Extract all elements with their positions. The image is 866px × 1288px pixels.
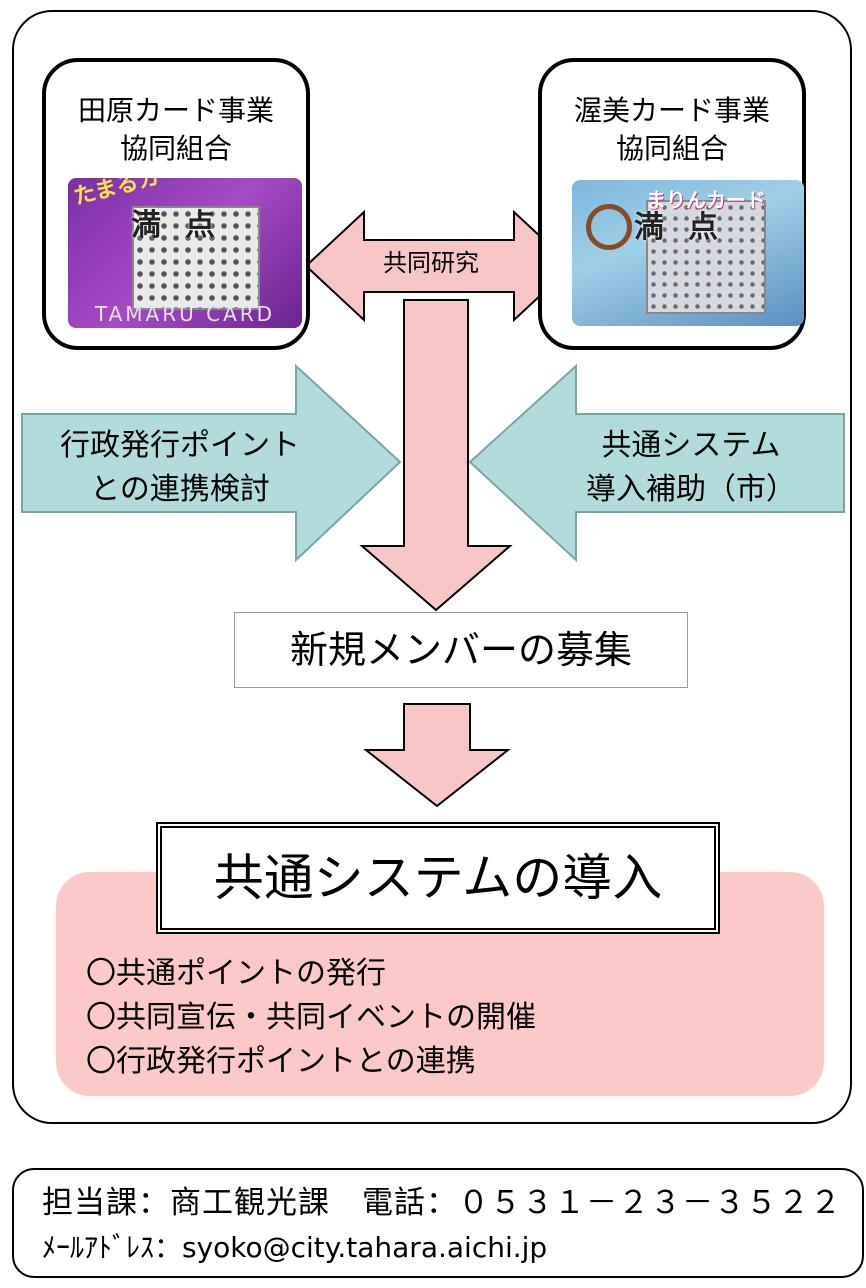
contact-email: ﾒｰﾙｱﾄﾞﾚｽ：syoko@city.tahara.aichi.jp — [42, 1231, 548, 1264]
coop-name-line1: 田原カード事業 — [77, 94, 274, 127]
right-input-line1: 共通システム — [601, 428, 781, 463]
contact-box: 担当課：商工観光課 電話：０５３１－２３－３５２２ ﾒｰﾙｱﾄﾞﾚｽ：syoko… — [12, 1168, 864, 1278]
second-down-arrow — [363, 703, 511, 808]
recruit-members-box: 新規メンバーの募集 — [234, 612, 688, 688]
joint-research-label: 共同研究 — [383, 249, 479, 277]
stamp-grid — [646, 200, 766, 314]
stamp-grid — [132, 206, 260, 310]
left-input-label: 行政発行ポイント との連携検討 — [30, 424, 330, 512]
card-center-text: 満点 — [634, 210, 742, 245]
common-system-introduction-box: 共通システムの導入 — [156, 822, 720, 934]
list-item: 〇行政発行ポイントとの連携 — [86, 1044, 476, 1079]
card-center-text: 満点 — [131, 208, 239, 243]
right-input-line2: 導入補助（市） — [586, 472, 796, 507]
coop-name-line2: 協同組合 — [615, 132, 728, 165]
left-input-arrow — [21, 363, 402, 563]
left-input-line1: 行政発行ポイント — [60, 428, 300, 463]
list-item: 〇共通ポイントの発行 — [86, 956, 386, 991]
right-input-label: 共通システム 導入補助（市） — [556, 424, 826, 512]
marin-card-image: まりんカード 満点 — [572, 180, 804, 326]
coop-name-line2: 協同組合 — [119, 132, 232, 165]
tamaru-card-image: たまるカード 満点 TAMARU CARD — [68, 178, 302, 328]
results-list: 〇共通ポイントの発行 〇共同宣伝・共同イベントの開催 〇行政発行ポイントとの連携 — [86, 952, 536, 1084]
list-item: 〇共同宣伝・共同イベントの開催 — [86, 1000, 536, 1035]
left-input-line2: との連携検討 — [90, 472, 270, 507]
coop-name: 渥美カード事業 協同組合 — [542, 92, 802, 168]
ship-wheel-icon — [586, 204, 632, 250]
main-down-arrow — [359, 299, 513, 612]
card-title: まりんカード — [646, 188, 766, 212]
right-input-arrow — [468, 363, 845, 563]
contact-department-phone: 担当課：商工観光課 電話：０５３１－２３－３５２２ — [42, 1185, 842, 1221]
coop-name-line1: 渥美カード事業 — [573, 94, 770, 127]
card-brand: TAMARU CARD — [94, 302, 276, 326]
coop-name: 田原カード事業 協同組合 — [46, 92, 306, 168]
